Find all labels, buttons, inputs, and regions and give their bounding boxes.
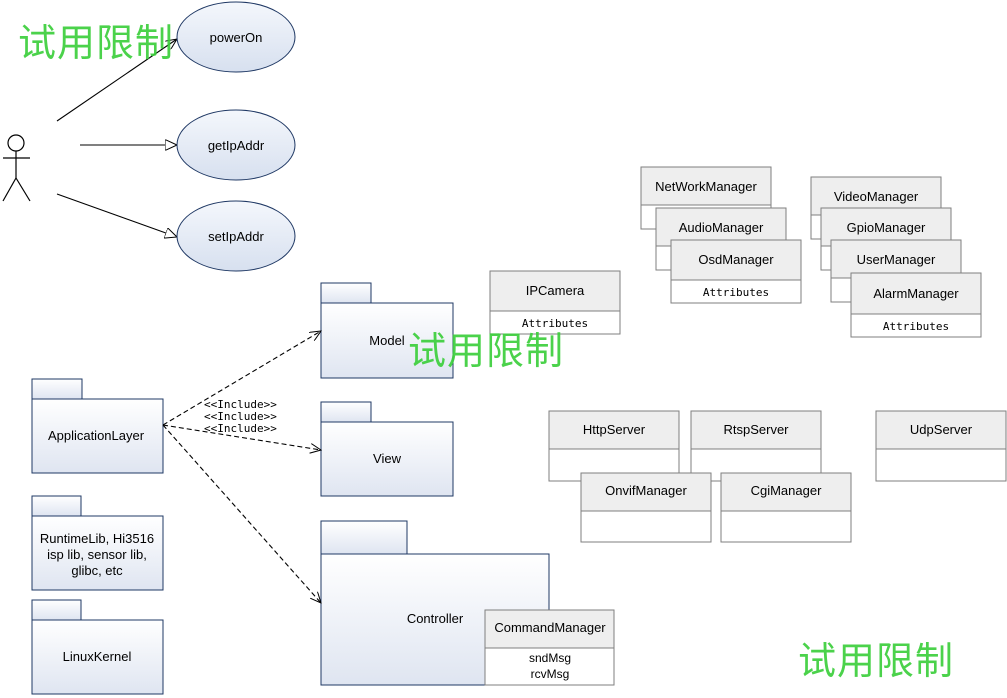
class-name: AlarmManager [873,286,959,301]
package-linux-kernel[interactable]: LinuxKernel [31,599,164,695]
class-osd-manager[interactable]: OsdManager Attributes [670,239,802,304]
class-name: HttpServer [583,422,646,437]
package-label: Model [369,333,405,348]
use-case-poweron[interactable]: powerOn [176,1,296,73]
class-udp-server[interactable]: UdpServer [875,410,1007,482]
actor-icon [2,134,31,202]
class-name: CgiManager [751,483,822,498]
class-attribute: sndMsg [529,651,571,665]
package-label: LinuxKernel [63,649,132,664]
include-dependencies [162,331,321,603]
class-onvif-manager[interactable]: OnvifManager [580,472,712,543]
class-attributes: Attributes [703,286,769,299]
class-attributes: Attributes [522,317,588,330]
use-case-label: powerOn [210,30,263,45]
class-name: CommandManager [494,620,606,635]
package-label: ApplicationLayer [48,428,145,443]
package-label: View [373,451,402,466]
package-label: glibc, etc [71,563,123,578]
use-case-setipaddr[interactable]: setIpAddr [176,200,296,272]
package-application-layer[interactable]: ApplicationLayer [31,378,164,474]
use-case-label: getIpAddr [208,138,265,153]
class-ipcamera[interactable]: IPCamera Attributes [489,270,621,335]
include-label: <<Include>> [204,410,277,423]
association-setipaddr [56,193,177,237]
package-label: RuntimeLib, Hi3516 [40,531,154,546]
package-runtime-lib[interactable]: RuntimeLib, Hi3516 isp lib, sensor lib, … [31,495,164,591]
class-name: UserManager [857,252,936,267]
package-label: Controller [407,611,464,626]
class-rtsp-server[interactable]: RtspServer [690,410,822,482]
association-poweron [56,39,177,122]
package-label: isp lib, sensor lib, [47,547,147,562]
class-name: GpioManager [847,220,926,235]
class-name: IPCamera [526,283,585,298]
class-attribute: rcvMsg [531,667,570,681]
use-case-getipaddr[interactable]: getIpAddr [176,109,296,181]
class-name: OsdManager [698,252,774,267]
class-name: VideoManager [834,189,919,204]
class-cgi-manager[interactable]: CgiManager [720,472,852,543]
class-name: AudioManager [679,220,764,235]
class-command-manager[interactable]: CommandManager sndMsg rcvMsg [484,609,615,686]
use-case-label: setIpAddr [208,229,264,244]
class-alarm-manager[interactable]: AlarmManager Attributes [850,272,982,338]
class-name: OnvifManager [605,483,687,498]
package-view[interactable]: View [320,401,454,497]
class-name: NetWorkManager [655,179,757,194]
include-label: <<Include>> [204,398,277,411]
class-http-server[interactable]: HttpServer [548,410,680,482]
class-name: RtspServer [723,422,789,437]
include-label: <<Include>> [204,422,277,435]
package-model[interactable]: Model [320,282,454,379]
class-name: UdpServer [910,422,973,437]
class-attributes: Attributes [883,320,949,333]
